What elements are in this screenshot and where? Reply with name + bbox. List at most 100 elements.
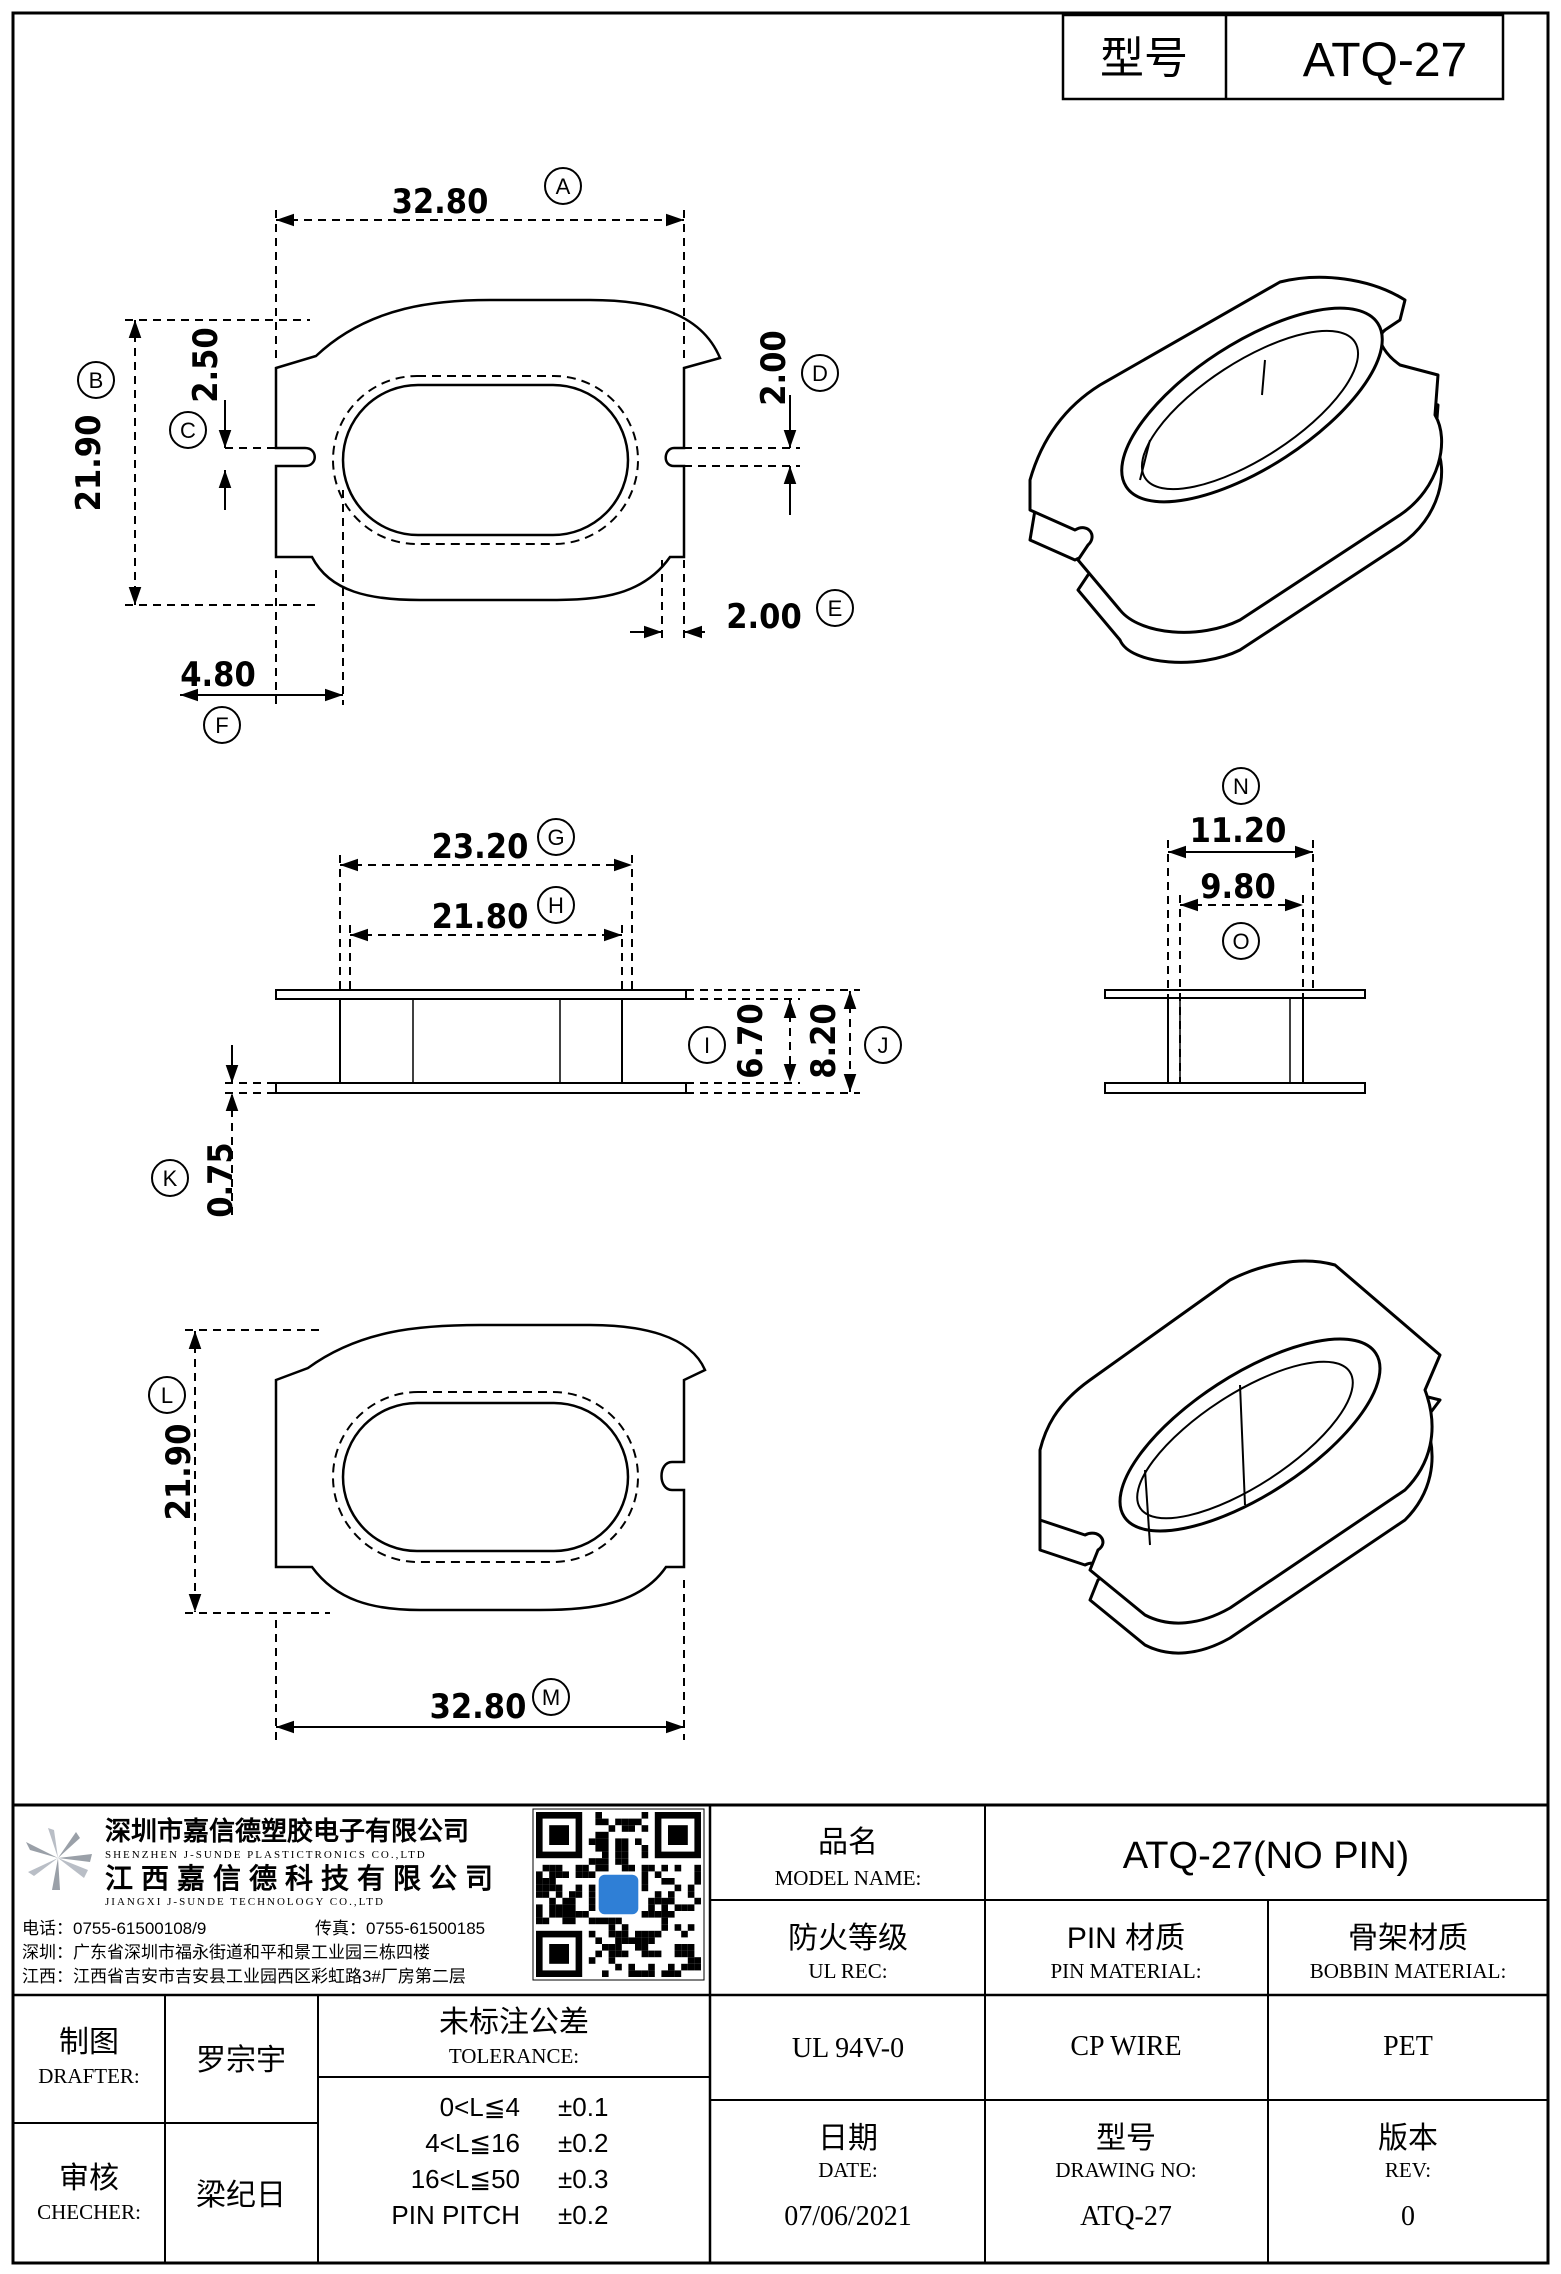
dim-M-value: 32.80 [430, 1687, 527, 1727]
dim-L-marker [148, 1376, 186, 1414]
bobbin-material-label-en: BOBBIN MATERIAL: [1310, 1959, 1507, 1983]
dim-C-letter: C [180, 418, 196, 443]
drawing-no-label-cn: 型号 [1096, 2122, 1156, 2155]
dim-A-value: 32.80 [392, 182, 489, 222]
front-view-dimensions [225, 855, 860, 1215]
company-phone: 电话：0755-61500108/9 [22, 1919, 206, 1938]
drafter-value: 罗宗宇 [196, 2044, 286, 2077]
dim-O-letter: O [1232, 929, 1249, 954]
top-view [274, 298, 722, 602]
tolerance-value: ±0.1 [558, 2092, 608, 2122]
dim-L-letter: L [161, 1383, 173, 1408]
dim-J-value: 8.20 [804, 1003, 844, 1078]
dim-A-letter: A [556, 174, 571, 199]
dim-F-value: 4.80 [180, 655, 255, 695]
date-value: 07/06/2021 [784, 2201, 912, 2232]
ul-rec-label-cn: 防火等级 [788, 1922, 908, 1955]
dim-N-letter: N [1233, 774, 1249, 799]
dim-F-marker [203, 706, 241, 744]
bottom-view [274, 1323, 707, 1612]
dim-L-value: 21.90 [159, 1424, 199, 1521]
dim-N-value: 11.20 [1190, 811, 1287, 851]
model-name-label-en: MODEL NAME: [775, 1866, 922, 1890]
header-model-label: 型号 [1100, 34, 1188, 83]
date-label-cn: 日期 [818, 2122, 878, 2155]
checker-value: 梁纪日 [196, 2179, 286, 2212]
checker-label-en: CHECHER: [37, 2200, 141, 2224]
ul-rec-value: UL 94V-0 [792, 2033, 904, 2064]
header-model-value: ATQ-27 [1303, 34, 1467, 87]
dim-K-letter: K [163, 1166, 178, 1191]
tolerance-value: ±0.3 [558, 2164, 608, 2194]
tolerance-label-en: TOLERANCE: [449, 2044, 579, 2068]
dim-I-value: 6.70 [731, 1003, 771, 1078]
drafter-label-en: DRAFTER: [38, 2064, 140, 2088]
company-name-jx: 江西嘉信德科技有限公司 [105, 1863, 501, 1894]
drawing-no-value: ATQ-27 [1080, 2201, 1172, 2232]
tolerance-label-cn: 未标注公差 [439, 2006, 589, 2039]
tolerance-range: PIN PITCH [391, 2200, 520, 2230]
top-view-dimensions [125, 210, 800, 705]
dim-I-marker [688, 1026, 726, 1064]
dim-H-letter: H [548, 893, 564, 918]
dim-E-marker [816, 589, 854, 627]
company-name-jx-en: JIANGXI J-SUNDE TECHNOLOGY CO.,LTD [105, 1896, 385, 1908]
pin-material-label-en: PIN MATERIAL: [1050, 1959, 1201, 1983]
dim-B-letter: B [89, 368, 104, 393]
dim-F-letter: F [215, 713, 228, 738]
dim-C-value: 2.50 [186, 327, 226, 402]
dim-H-value: 21.80 [432, 897, 529, 937]
header-model-box: 型号 ATQ-27 [1061, 13, 1505, 101]
dim-B-value: 21.90 [69, 415, 109, 512]
dim-G-letter: G [547, 825, 564, 850]
front-view [275, 989, 687, 1094]
dim-M-marker [532, 1678, 570, 1716]
checker-label-cn: 审核 [59, 2162, 119, 2195]
dim-M-letter: M [542, 1685, 560, 1710]
dim-H-marker [537, 886, 575, 924]
company-name-sz: 深圳市嘉信德塑胶电子有限公司 [105, 1816, 469, 1846]
dim-O-marker [1222, 922, 1260, 960]
dim-G-marker [537, 818, 575, 856]
dim-K-value: 0.75 [201, 1142, 241, 1217]
dim-K-marker [151, 1159, 189, 1197]
company-logo [26, 1828, 92, 1890]
dim-C-marker [169, 411, 207, 449]
ul-rec-label-en: UL REC: [808, 1959, 887, 1983]
isometric-view-top [1028, 275, 1443, 664]
dim-B-marker [77, 361, 115, 399]
side-view [1104, 989, 1366, 1094]
dim-I-letter: I [704, 1033, 710, 1058]
tolerance-range: 4<L≦16 [425, 2128, 520, 2158]
dim-A-marker [544, 167, 582, 205]
company-info: 深圳市嘉信德塑胶电子有限公司 SHENZHEN J-SUNDE PLASTICT… [22, 1816, 501, 1986]
dim-D-marker [801, 354, 839, 392]
rev-label-cn: 版本 [1378, 2122, 1438, 2155]
tolerance-range: 16<L≦50 [411, 2164, 520, 2194]
drawing-no-label-en: DRAWING NO: [1055, 2158, 1196, 2182]
dim-N-marker [1222, 767, 1260, 805]
isometric-view-bottom [1038, 1259, 1442, 1655]
sheet-border [11, 11, 1550, 2265]
rev-label-en: REV: [1385, 2158, 1431, 2182]
pin-material-value: CP WIRE [1070, 2031, 1181, 2062]
dim-G-value: 23.20 [432, 827, 529, 867]
company-address-jx: 江西：江西省吉安市吉安县工业园西区彩虹路3#厂房第二层 [22, 1967, 466, 1986]
bobbin-material-value: PET [1383, 2031, 1433, 2062]
pin-material-label-cn: PIN 材质 [1067, 1922, 1185, 1955]
qr-code [532, 1808, 705, 1981]
company-fax: 传真：0755-61500185 [315, 1919, 485, 1938]
side-view-dimensions [1167, 840, 1314, 1083]
company-address-sz: 深圳：广东省深圳市福永街道和平和景工业园三栋四楼 [22, 1943, 430, 1962]
rev-value: 0 [1401, 2201, 1415, 2232]
dim-E-letter: E [828, 596, 843, 621]
tolerance-range: 0<L≦4 [440, 2092, 520, 2122]
dim-J-marker [864, 1026, 902, 1064]
dim-J-letter: J [878, 1033, 889, 1058]
dim-E-value: 2.00 [726, 597, 801, 637]
drafter-label-cn: 制图 [59, 2026, 119, 2059]
tolerance-value: ±0.2 [558, 2200, 608, 2230]
dim-D-value: 2.00 [754, 330, 794, 405]
date-label-en: DATE: [818, 2158, 878, 2182]
